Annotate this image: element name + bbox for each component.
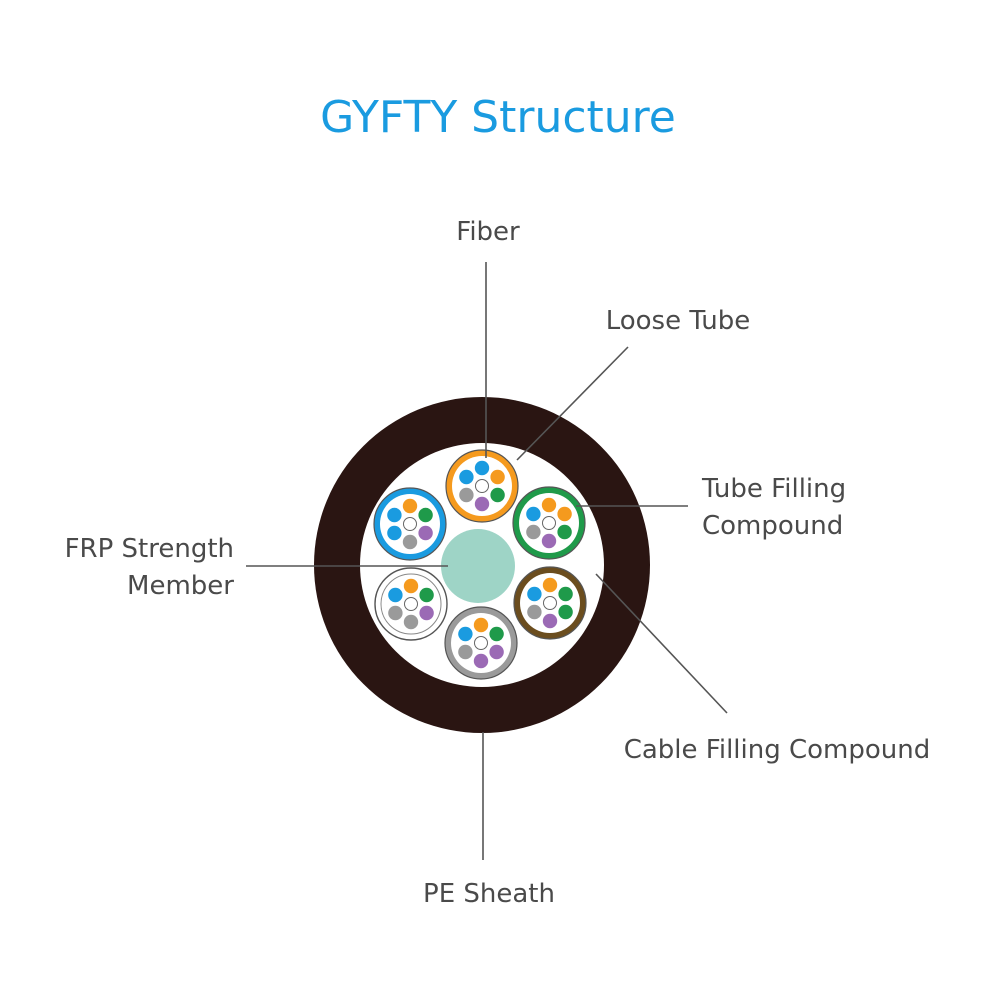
fiber xyxy=(387,525,402,541)
fiber xyxy=(542,516,556,530)
leader-lines xyxy=(246,262,728,860)
fiber xyxy=(419,587,434,603)
loose-tube-leader-line xyxy=(516,346,629,461)
fiber xyxy=(404,597,418,611)
fiber xyxy=(459,469,474,485)
cable-filling-leader-line xyxy=(595,573,728,714)
pe-sheath-label: PE Sheath xyxy=(423,879,555,909)
fiber xyxy=(527,604,542,620)
fiber xyxy=(489,626,504,642)
fiber xyxy=(458,626,473,642)
loose-tubes xyxy=(373,449,587,680)
fiber xyxy=(542,577,558,593)
fiber xyxy=(526,506,541,522)
fiber xyxy=(526,524,541,540)
fiber xyxy=(475,479,489,493)
fiber xyxy=(489,644,504,660)
fiber xyxy=(387,507,402,523)
tube-filling-label-line2: Compound xyxy=(702,511,843,541)
frp-label-line2: Member xyxy=(127,571,234,601)
fiber xyxy=(490,469,505,485)
tube-filling-label-line1: Tube Filling xyxy=(701,474,846,504)
fiber xyxy=(388,605,403,621)
fiber xyxy=(557,524,572,540)
fiber xyxy=(473,617,489,633)
fiber xyxy=(527,586,542,602)
fiber xyxy=(403,614,419,630)
fiber xyxy=(474,496,490,512)
fiber xyxy=(402,534,418,550)
fiber xyxy=(474,636,488,650)
fiber xyxy=(402,498,418,514)
cable-cross-section xyxy=(314,397,650,733)
fiber xyxy=(474,460,490,476)
fiber xyxy=(418,525,433,541)
fiber xyxy=(418,507,433,523)
fiber-label: Fiber xyxy=(456,217,520,247)
loose-tube-gray xyxy=(444,606,518,680)
fiber xyxy=(541,497,557,513)
fiber xyxy=(403,517,417,531)
fiber xyxy=(419,605,434,621)
loose-tube-brown xyxy=(513,566,587,640)
loose-tube-white xyxy=(374,567,448,641)
fiber xyxy=(473,653,489,669)
cable-filling-label: Cable Filling Compound xyxy=(624,735,931,765)
fiber xyxy=(388,587,403,603)
fiber xyxy=(543,596,557,610)
fiber xyxy=(490,487,505,503)
fiber xyxy=(403,578,419,594)
fiber xyxy=(541,533,557,549)
loose-tube-blue xyxy=(373,487,447,561)
fiber xyxy=(458,644,473,660)
diagram-title: GYFTY Structure xyxy=(320,92,676,143)
fiber xyxy=(557,506,572,522)
fiber xyxy=(459,487,474,503)
loose-tube-orange xyxy=(445,449,519,523)
loose-tube-label: Loose Tube xyxy=(606,306,751,336)
labels: Fiber Loose Tube Tube Filling Compound F… xyxy=(65,217,931,909)
frp-strength-member xyxy=(441,529,515,603)
fiber xyxy=(558,604,573,620)
fiber xyxy=(542,613,558,629)
frp-label-line1: FRP Strength xyxy=(65,534,234,564)
loose-tube-green xyxy=(512,486,586,560)
fiber xyxy=(558,586,573,602)
